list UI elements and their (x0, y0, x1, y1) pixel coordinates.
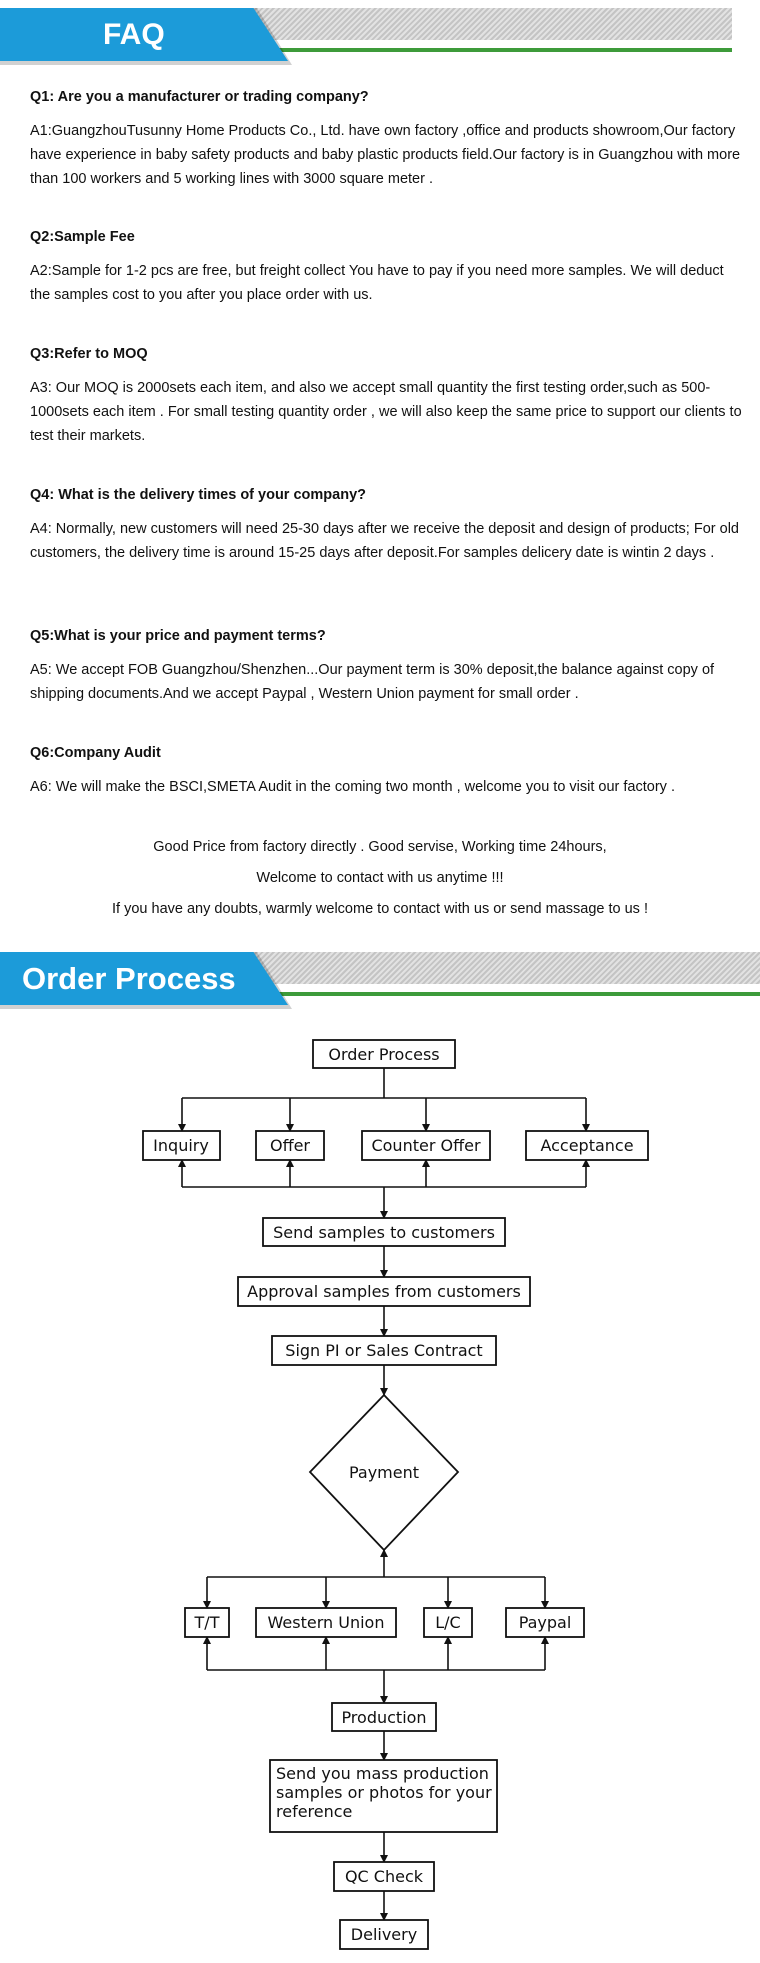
flow-box-paypal (505, 1607, 585, 1638)
flow-box-western-union (255, 1607, 397, 1638)
faq-question: Q3:Refer to MOQ (30, 346, 148, 362)
faq-answer: A4: Normally, new customers will need 25… (30, 521, 739, 561)
banner-green-line (250, 48, 732, 52)
flow-box-approval (237, 1276, 531, 1307)
flow-label-mass-line-1: Send you mass production (276, 1764, 489, 1783)
faq-item-3: Q3:Refer to MOQ A3: Our MOQ is 2000sets … (30, 345, 745, 448)
flow-box-production (331, 1702, 437, 1732)
flow-label-qc-check: QC Check (345, 1867, 424, 1886)
faq-item-2: Q2:Sample Fee A2:Sample for 1-2 pcs are … (30, 228, 745, 307)
closing-line-3: If you have any doubts, warmly welcome t… (112, 901, 648, 917)
flow-label-paypal: Paypal (519, 1613, 572, 1632)
order-process-banner: Order Process (0, 952, 760, 1010)
flow-box-counter-offer (361, 1130, 491, 1161)
faq-answer: A2:Sample for 1-2 pcs are free, but frei… (30, 263, 724, 303)
banner-green-line (268, 992, 760, 996)
flow-diamond-payment (308, 1393, 460, 1552)
closing-line-1: Good Price from factory directly . Good … (153, 839, 607, 855)
flow-label-payment: Payment (349, 1463, 419, 1482)
flow-label-acceptance: Acceptance (540, 1136, 633, 1155)
banner-stripes (230, 952, 760, 984)
flow-label-approval: Approval samples from customers (247, 1282, 521, 1301)
faq-item-1: Q1: Are you a manufacturer or trading co… (30, 88, 745, 191)
faq-item-5: Q5:What is your price and payment terms?… (30, 627, 745, 706)
faq-item-4: Q4: What is the delivery times of your c… (30, 486, 745, 565)
flow-label-inquiry: Inquiry (153, 1136, 209, 1155)
faq-title: FAQ (103, 18, 165, 51)
flow-box-mass-production (269, 1759, 498, 1833)
faq-answer: A6: We will make the BSCI,SMETA Audit in… (30, 779, 675, 795)
order-flowchart: Order Process Inquiry Offer Counter Offe… (142, 1039, 649, 1950)
faq-question: Q2:Sample Fee (30, 229, 135, 245)
flow-box-acceptance (525, 1130, 649, 1161)
flow-label-offer: Offer (270, 1136, 310, 1155)
flow-box-offer (255, 1130, 325, 1161)
flow-box-qc-check (333, 1861, 435, 1892)
flow-box-order-process (312, 1039, 456, 1069)
flow-box-send-samples (262, 1217, 506, 1247)
order-banner-tab (0, 952, 288, 1005)
faq-item-6: Q6:Company Audit A6: We will make the BS… (30, 744, 745, 799)
flow-box-delivery (339, 1919, 429, 1950)
flow-label-send-samples: Send samples to customers (273, 1223, 495, 1242)
faq-question: Q4: What is the delivery times of your c… (30, 487, 366, 503)
flow-label-tt: T/T (194, 1613, 220, 1632)
flow-box-tt (184, 1607, 230, 1638)
flow-box-inquiry (142, 1130, 221, 1161)
faq-question: Q5:What is your price and payment terms? (30, 628, 326, 644)
flow-label-delivery: Delivery (351, 1925, 417, 1944)
faq-answer: A3: Our MOQ is 2000sets each item, and a… (30, 380, 742, 444)
flow-label-western-union: Western Union (268, 1613, 385, 1632)
faq-banner-tab (0, 8, 288, 61)
banner-stripes (230, 8, 732, 40)
flow-label-lc: L/C (435, 1613, 460, 1632)
closing-line-2: Welcome to contact with us anytime !!! (256, 870, 504, 886)
faq-question: Q1: Are you a manufacturer or trading co… (30, 89, 369, 105)
faq-question: Q6:Company Audit (30, 745, 161, 761)
flow-label-sign: Sign PI or Sales Contract (285, 1341, 482, 1360)
faq-answer: A1:GuangzhouTusunny Home Products Co., L… (30, 123, 741, 187)
flow-label-counter-offer: Counter Offer (371, 1136, 480, 1155)
flow-label-mass-line-3: reference (276, 1802, 352, 1821)
flow-label-production: Production (341, 1708, 426, 1727)
order-process-title: Order Process (22, 961, 236, 996)
flow-label-mass-line-2: samples or photos for your (276, 1783, 492, 1802)
faq-answer: A5: We accept FOB Guangzhou/Shenzhen...O… (30, 662, 715, 702)
flow-box-sign (271, 1335, 497, 1366)
flow-box-lc (423, 1607, 473, 1638)
flow-label-order-process: Order Process (328, 1045, 439, 1064)
faq-banner: FAQ (0, 8, 760, 66)
